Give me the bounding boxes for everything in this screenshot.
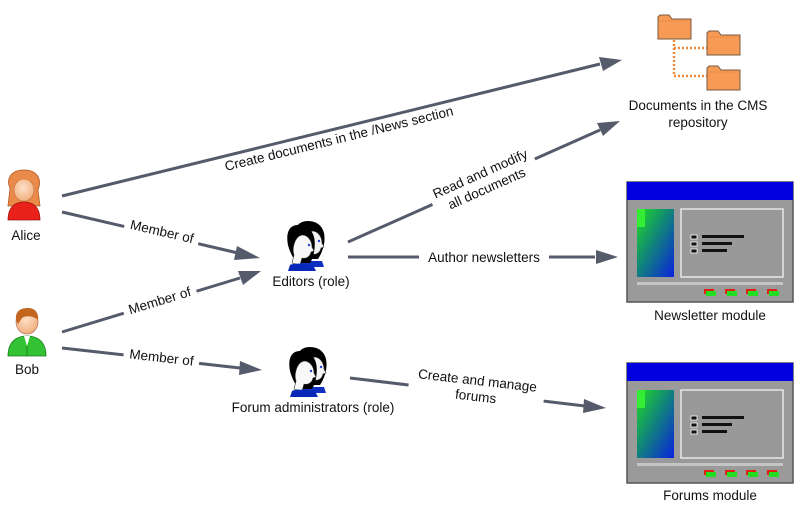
arrowhead-icon — [234, 246, 260, 260]
node-label-forum-admins: Forum administrators (role) — [232, 400, 395, 415]
edge-label-create-manage-forums-line2: forums — [454, 387, 497, 407]
edge-label-member-of: Member of — [127, 284, 193, 317]
edge-alice-documents — [61, 57, 622, 198]
arrowhead-icon — [597, 121, 620, 136]
node-label-newsletter: Newsletter module — [654, 308, 766, 323]
node-label-bob: Bob — [15, 362, 39, 377]
node-documents[interactable]: Documents in the CMS repository — [629, 14, 768, 130]
node-forum-admins[interactable]: Forum administrators (role) — [232, 346, 395, 415]
user-group-icon — [288, 346, 328, 398]
node-alice: Alice — [7, 169, 41, 243]
arrowhead-icon — [583, 399, 606, 413]
node-editors[interactable]: Editors (role) — [272, 220, 350, 289]
arrowhead-icon — [596, 250, 618, 264]
application-window-icon — [626, 181, 794, 303]
arrowhead-icon — [599, 57, 622, 71]
edge-label-member-of: Member of — [129, 346, 195, 368]
node-label-editors: Editors (role) — [272, 274, 349, 289]
node-label-documents-line2: repository — [668, 115, 728, 130]
arrowhead-icon — [238, 271, 261, 285]
node-bob: Bob — [7, 308, 47, 377]
node-label-forums: Forums module — [663, 488, 757, 503]
user-female-icon — [7, 169, 41, 221]
edge-label-author-newsletters: Author newsletters — [428, 250, 540, 265]
arrowhead-icon — [239, 361, 262, 375]
edge-label-member-of: Member of — [129, 217, 195, 246]
node-label-alice: Alice — [11, 228, 40, 243]
user-group-icon — [286, 220, 326, 272]
node-newsletter-module[interactable]: Newsletter module — [626, 181, 794, 323]
user-male-icon — [7, 308, 47, 357]
node-forums-module[interactable]: Forums module — [626, 362, 794, 503]
application-window-icon — [626, 362, 794, 484]
node-label-documents: Documents in the CMS — [629, 98, 768, 113]
edge-label-create-documents: Create documents in the /News section — [223, 103, 455, 174]
folder-tree-icon — [657, 14, 741, 91]
